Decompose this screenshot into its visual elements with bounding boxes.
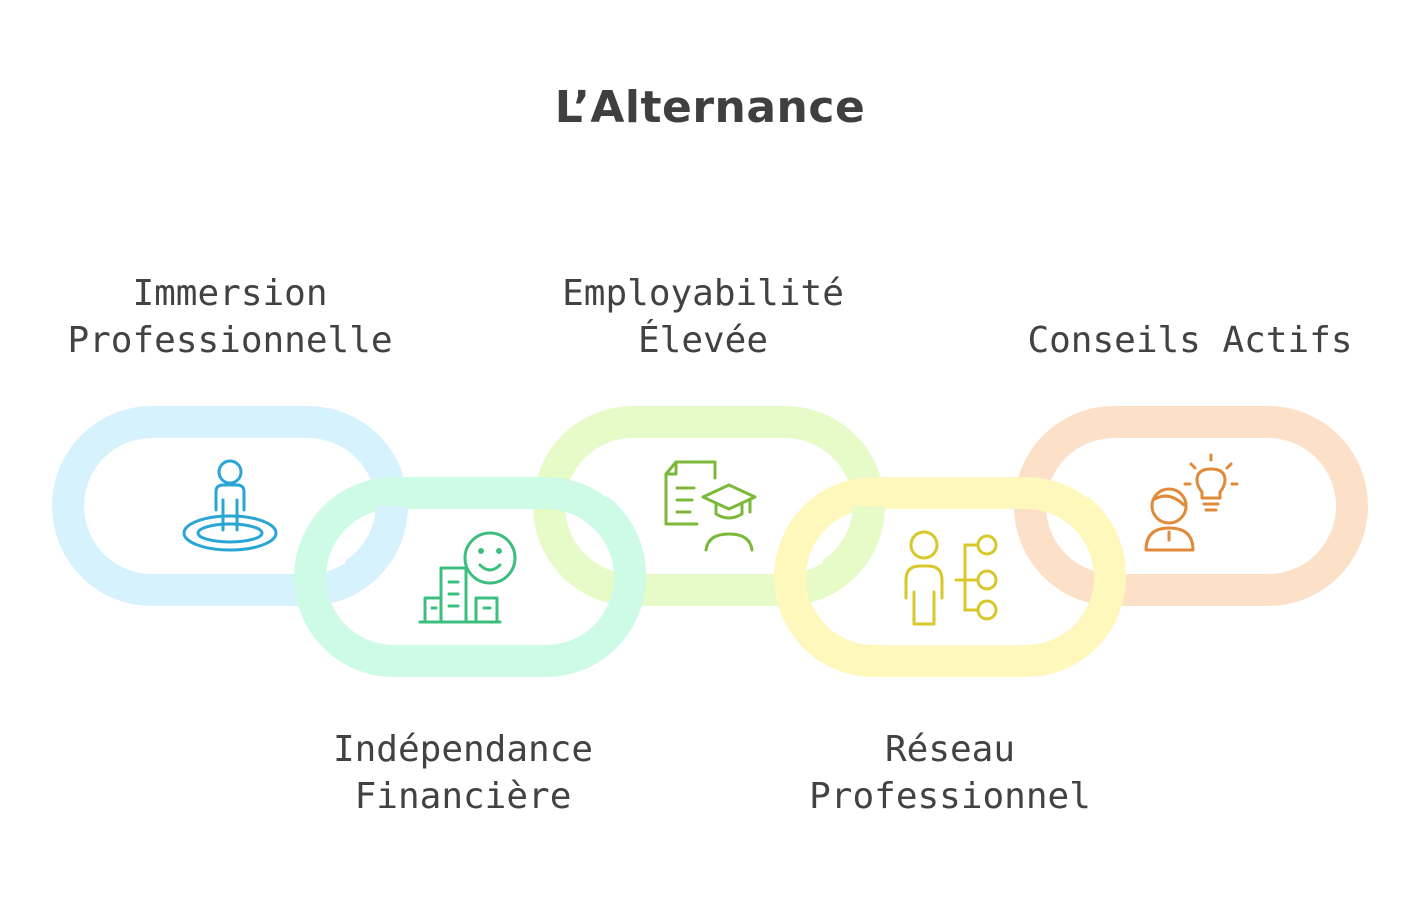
label-line: Indépendance: [332, 729, 594, 770]
label-line: Financière: [354, 776, 572, 817]
label-independance: Indépendance Financière: [333, 726, 593, 820]
label-line: Employabilité: [562, 273, 844, 314]
graduate-document-icon: [664, 460, 757, 552]
person-idea-icon: [1144, 453, 1239, 552]
label-line: Immersion: [132, 273, 328, 314]
chain-overlap-1: [344, 504, 408, 588]
label-line: Élevée: [637, 320, 769, 361]
chain-overlap-2: [821, 504, 885, 588]
label-line: Conseils Actifs: [1027, 320, 1353, 361]
person-network-icon: [904, 530, 998, 626]
label-line: Professionnelle: [67, 320, 393, 361]
chain-overlap-4: [1067, 496, 1126, 578]
label-conseils: Conseils Actifs: [1027, 317, 1352, 364]
chain-overlap-3: [587, 496, 646, 578]
person-in-pool-icon: [182, 459, 278, 552]
happy-buildings-icon: [418, 531, 517, 624]
label-reseau: Réseau Professionnel: [809, 726, 1091, 820]
label-employabilite: Employabilité Élevée: [562, 270, 844, 364]
page-title: L’Alternance: [554, 82, 866, 133]
label-line: Réseau: [884, 729, 1016, 770]
label-immersion: Immersion Professionnelle: [67, 270, 392, 364]
label-line: Professionnel: [809, 776, 1091, 817]
